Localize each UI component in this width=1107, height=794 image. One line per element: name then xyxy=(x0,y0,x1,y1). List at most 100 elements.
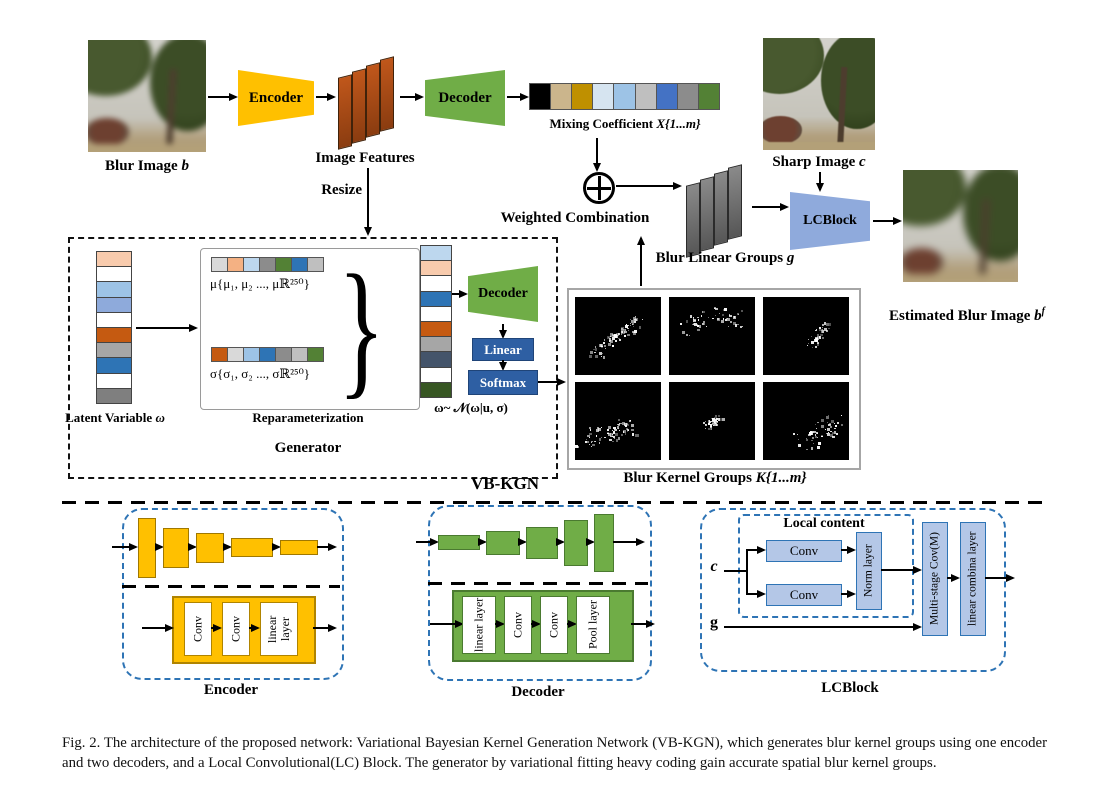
kernel-dot xyxy=(602,341,606,345)
sharp-image-label: Sharp Image c xyxy=(772,154,866,170)
flow-arrow xyxy=(112,543,138,551)
flow-arrow xyxy=(211,624,222,632)
kernel-dot xyxy=(627,324,630,327)
color-swatch xyxy=(420,336,452,353)
kernel-dot xyxy=(575,445,578,448)
kernel-dot xyxy=(615,429,617,432)
blur-linear-groups-label: Blur Linear Groups g xyxy=(655,250,795,266)
kernel-dot xyxy=(603,339,605,341)
image-features-label: Image Features xyxy=(315,150,415,166)
flow-arrow xyxy=(752,203,789,211)
kernel-dot xyxy=(613,429,616,431)
kernel-dot xyxy=(613,426,616,430)
group-slab xyxy=(686,182,700,258)
kernel-dot xyxy=(821,336,824,340)
kernel-dot xyxy=(710,428,713,430)
encoder-feature-map xyxy=(280,540,318,555)
kernel-dot xyxy=(595,435,598,437)
encoder-feature-map xyxy=(138,518,156,578)
kernel-dot xyxy=(622,422,625,426)
kernel-dot xyxy=(828,423,832,427)
kernel-dot xyxy=(682,330,686,334)
kernel-dot xyxy=(618,338,622,342)
kernel-dot xyxy=(711,421,713,423)
color-swatch xyxy=(307,347,324,362)
kernel-dot xyxy=(817,437,819,439)
lcblock-conv2: Conv xyxy=(766,584,842,606)
kernel-dot xyxy=(626,428,629,431)
kernel-dot xyxy=(714,308,715,309)
kernel-dot xyxy=(806,439,808,441)
kernel-dot xyxy=(598,442,601,444)
kernel-dot xyxy=(821,328,823,330)
kernel-dot xyxy=(813,338,817,342)
kernel-dot xyxy=(815,427,818,430)
kernel-dot xyxy=(589,351,593,354)
kernel-dot xyxy=(588,427,591,430)
kernel-dot xyxy=(716,417,719,420)
kernel-dot xyxy=(707,316,710,319)
kernel-dot xyxy=(828,327,831,330)
color-swatch xyxy=(592,83,615,110)
flow-arrow xyxy=(556,538,565,546)
mu-strip xyxy=(211,257,324,272)
decoder-linear-layer: linear layer xyxy=(462,596,496,654)
kernel-dot xyxy=(585,440,588,444)
group-slab xyxy=(728,164,742,240)
kernel-dot xyxy=(595,354,599,358)
kernel-dot xyxy=(808,434,811,437)
kernel-dot xyxy=(627,329,630,332)
kernel-dot xyxy=(820,338,821,340)
kernel-dot xyxy=(609,340,611,342)
kernel-dot xyxy=(615,332,619,336)
ground xyxy=(88,144,206,152)
kernel-dot xyxy=(631,428,635,432)
kernel-dot xyxy=(824,428,826,430)
kernel-dot xyxy=(607,432,611,436)
vbkgn-dashed-box xyxy=(68,237,558,479)
kernel-dot xyxy=(716,421,718,423)
feature-slab xyxy=(352,68,366,144)
mixing-coefficient-strip xyxy=(529,83,720,110)
kernel-dot xyxy=(812,443,815,445)
kernel-dot xyxy=(697,316,699,318)
kernel-dot xyxy=(713,306,716,309)
flow-arrow xyxy=(188,543,197,551)
kernel-dot xyxy=(713,421,715,423)
kernel-dot xyxy=(614,333,616,335)
kernel-dot xyxy=(622,332,624,334)
kernel-dot xyxy=(815,339,818,343)
kernel-dot xyxy=(613,438,615,440)
blur-image-label: Blur Image b xyxy=(105,158,189,174)
color-swatch xyxy=(420,321,452,338)
lcblock-norm-layer: Norm layer xyxy=(856,532,882,610)
kernel-dot xyxy=(820,333,823,337)
kernel-dot xyxy=(815,434,817,437)
flow-arrow xyxy=(400,93,424,101)
decoder-feature-map xyxy=(594,514,614,572)
kernel-dot xyxy=(618,419,621,422)
kernel-dot xyxy=(612,435,615,438)
kernel-dot xyxy=(728,314,731,316)
kernel-dot xyxy=(824,327,828,331)
color-swatch xyxy=(96,281,132,298)
flow-arrow xyxy=(637,236,645,286)
color-swatch xyxy=(96,387,132,405)
flow-arrow xyxy=(841,590,856,598)
connector-line xyxy=(746,549,748,595)
kernel-dot xyxy=(595,429,599,433)
kernel-dot xyxy=(818,336,821,338)
kernel-dot xyxy=(628,419,631,422)
kernel-dot xyxy=(594,351,596,353)
kernel-dot xyxy=(610,435,612,438)
kernel-dot xyxy=(608,338,612,341)
kernel-dot xyxy=(704,423,707,425)
kernel-dot xyxy=(828,431,830,433)
kernel-dot xyxy=(589,354,592,358)
feature-slab xyxy=(366,62,380,138)
kernel-dot xyxy=(711,417,713,420)
lcblock-linear-combina: linear combina layer xyxy=(960,522,986,636)
lcblock-block-label: LCBlock xyxy=(803,213,857,228)
kernel-dot xyxy=(703,321,705,323)
